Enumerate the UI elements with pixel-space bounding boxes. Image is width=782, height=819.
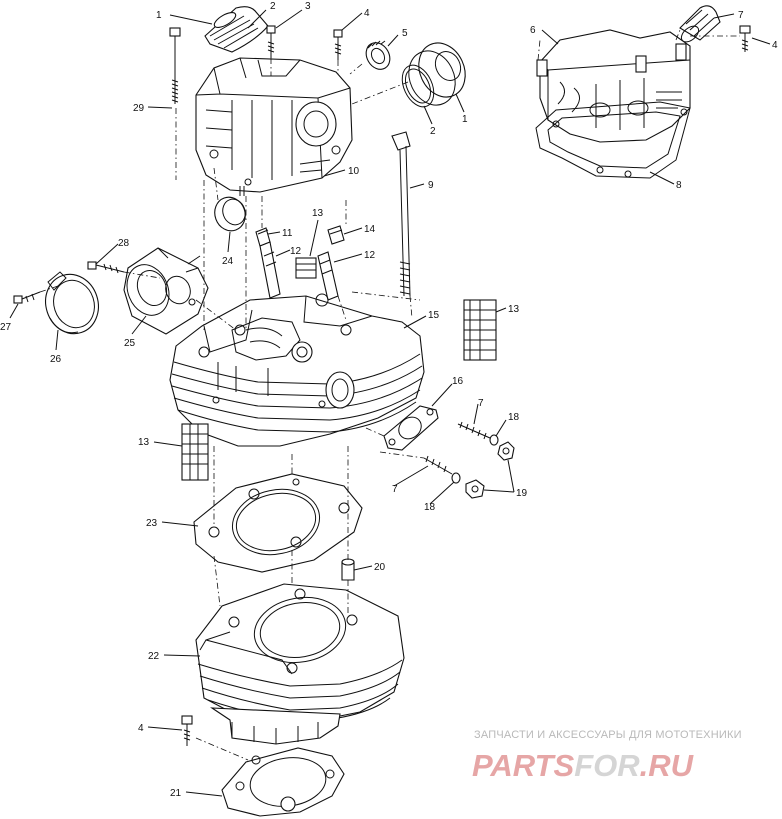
spacer-block-13-top [295,257,317,279]
watermark-tagline: ЗАПЧАСТИ И АКСЕССУАРЫ ДЛЯ МОТОТЕХНИКИ [474,729,742,741]
watermark-logo: PARTSFOR.RU [472,748,695,783]
washer-18-upper [489,434,499,446]
base-gasket-21 [221,747,345,817]
callout-1-cam-cap: 1 [156,10,162,21]
watermark-logo-part3: .RU [640,748,695,783]
breather-fitting-7 [679,5,721,43]
spacer-block-13-left [181,423,209,481]
nut-19-upper [497,441,515,461]
watermark-logo-part2: FOR [574,748,640,783]
screw-27 [13,291,41,304]
small-bolt-3 [266,25,276,58]
washer-18-lower [451,472,461,484]
screw-28 [87,261,125,274]
callout-21: 21 [170,788,182,799]
intake-boot-25 [123,247,209,335]
callout-7-breather: 7 [738,10,744,21]
watermark: ЗАПЧАСТИ И АКСЕССУАРЫ ДЛЯ МОТОТЕХНИКИ PA… [472,729,742,783]
cylinder-head-15 [169,293,425,447]
callout-7-lower-stud: 7 [392,484,398,495]
exhaust-gasket-16 [383,405,439,451]
watermark-logo-part1: PARTS [472,748,575,783]
spacer-block-13-right [463,299,497,361]
callout-11: 11 [282,228,293,239]
cover-gasket-8 [535,101,691,179]
head-gasket-23 [193,473,363,573]
callout-26: 26 [50,354,62,365]
callout-13-right: 13 [508,304,520,315]
callout-18-lower: 18 [424,502,436,513]
leader-lines [9,9,771,797]
pushrod-12-left [259,241,281,299]
callout-10: 10 [348,166,360,177]
callout-29: 29 [133,103,145,114]
callout-1-inspection-cap: 1 [462,114,468,125]
callout-4-top: 4 [364,8,370,19]
callout-9: 9 [428,180,434,191]
callout-28: 28 [118,238,130,249]
callout-2-o-ring: 2 [430,126,436,137]
cam-cap-1 [204,6,269,53]
cover-bolt-4 [739,25,751,52]
cylinder-22 [195,583,405,745]
valve-cover-6 [536,29,691,143]
dowel-pin-20 [341,558,355,581]
long-stud-9 [391,131,411,297]
nut-19-lower [465,479,485,499]
callout-22: 22 [148,651,160,662]
callout-4-cover-bolt: 4 [772,40,778,51]
long-bolt-29 [169,27,181,104]
callout-3: 3 [305,1,311,12]
camshaft-housing-10 [195,57,353,196]
exhaust-stud-7-upper [457,421,491,440]
exhaust-stud-7-lower [423,455,453,475]
callout-8: 8 [676,180,682,191]
small-bolt-4-top [333,29,343,60]
callout-24: 24 [222,256,234,267]
inspection-cap-1 [408,42,466,106]
plug-24 [214,196,246,232]
callout-7-upper-stud: 7 [478,398,484,409]
callout-19: 19 [516,488,528,499]
callout-18-upper: 18 [508,412,520,423]
callout-16: 16 [452,376,464,387]
callout-2-top: 2 [270,1,276,12]
valve-lifter-14 [327,225,345,245]
callout-13-top: 13 [312,208,324,219]
assembly-centerlines [39,29,740,761]
callout-15: 15 [428,310,440,321]
callout-14: 14 [364,224,376,235]
callout-20: 20 [374,562,386,573]
callout-12-right: 12 [364,250,376,261]
pushrod-12-right [317,251,339,301]
clamp-26 [45,271,99,335]
callout-12-left: 12 [290,246,302,257]
callout-4-cylinder-bolt: 4 [138,723,144,734]
callout-23: 23 [146,518,158,529]
callout-25: 25 [124,338,136,349]
callout-labels: 1 2 3 4 5 1 2 6 7 4 8 9 10 29 11 12 13 1… [0,1,778,799]
o-ring-2-right [401,64,435,108]
callout-27: 27 [0,322,12,333]
o-ring-5 [365,40,391,70]
callout-13-left: 13 [138,437,150,448]
cylinder-bolt-4 [181,715,193,746]
callout-5: 5 [402,28,408,39]
callout-6: 6 [530,25,536,36]
